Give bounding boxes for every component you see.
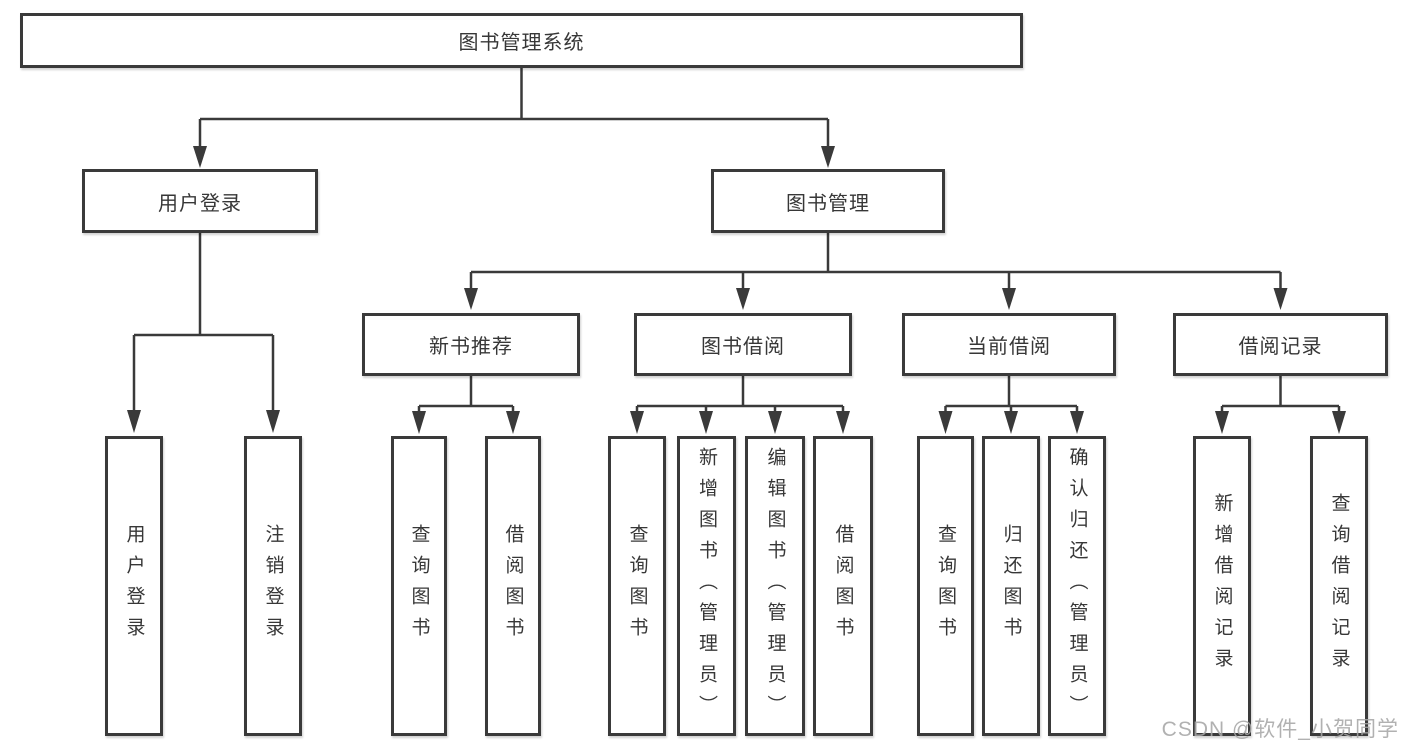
leaf-nb-query-books: 查询图书 (391, 436, 447, 736)
leaf-cb-query-books: 查询图书 (917, 436, 974, 736)
leaf-cb-confirm-return-admin: 确认归还（管理员） (1048, 436, 1106, 736)
node-label: 用户登录 (123, 524, 145, 648)
node-label: 新增借阅记录 (1211, 493, 1233, 679)
node-label: 归还图书 (1000, 524, 1022, 648)
connector-book-borrow (635, 376, 845, 414)
leaf-bb-edit-books-admin: 编辑图书（管理员） (745, 436, 805, 736)
arrowhead (1070, 411, 1084, 434)
node-label: 借阅图书 (502, 524, 524, 648)
arrowhead (412, 411, 426, 434)
arrowhead (768, 411, 782, 434)
node-label: 借阅图书 (832, 524, 854, 648)
node-label: 确认归还（管理员） (1066, 446, 1088, 726)
leaf-cb-return-books: 归还图书 (982, 436, 1040, 736)
node-new-book-recommend: 新书推荐 (362, 313, 580, 376)
leaf-bb-add-books-admin: 新增图书（管理员） (677, 436, 736, 736)
connector-current-borrow (944, 376, 1079, 414)
leaf-user-login: 用户登录 (105, 436, 163, 736)
node-book-borrowing: 图书借阅 (634, 313, 852, 376)
arrowhead (464, 288, 478, 310)
arrowhead (1215, 411, 1229, 434)
leaf-br-query-record: 查询借阅记录 (1310, 436, 1368, 736)
arrowhead (127, 410, 141, 433)
arrowhead (938, 411, 953, 434)
arrowhead (630, 411, 644, 434)
arrowhead (821, 146, 835, 168)
arrowhead (1002, 288, 1016, 310)
node-borrow-records: 借阅记录 (1173, 313, 1388, 376)
node-book-management: 图书管理 (711, 169, 945, 233)
connector-new-books (417, 376, 515, 414)
leaf-bb-borrow-books: 借阅图书 (813, 436, 873, 736)
node-label: 图书管理 (786, 192, 870, 215)
node-label: 查询借阅记录 (1328, 493, 1350, 679)
arrowhead (1332, 411, 1346, 434)
connector-user-login (132, 233, 275, 412)
arrowheads (127, 146, 1346, 434)
leaf-bb-query-books: 查询图书 (608, 436, 666, 736)
leaf-logout: 注销登录 (244, 436, 302, 736)
arrowhead (699, 411, 713, 434)
node-label: 用户登录 (158, 192, 242, 215)
arrowhead (836, 411, 850, 434)
arrowhead (1004, 411, 1018, 434)
node-label: 图书管理系统 (458, 32, 585, 54)
node-label: 当前借阅 (967, 336, 1051, 358)
node-label: 新增图书（管理员） (696, 446, 717, 726)
connector-root (198, 68, 830, 148)
node-label: 查询图书 (408, 524, 430, 648)
leaf-nb-borrow-books: 借阅图书 (485, 436, 541, 736)
connector-book-management (469, 233, 1282, 290)
node-label: 查询图书 (626, 524, 648, 648)
node-system-root: 图书管理系统 (20, 13, 1023, 68)
node-label: 图书借阅 (701, 336, 785, 358)
arrowhead (266, 410, 280, 433)
node-user-login: 用户登录 (82, 169, 318, 233)
arrowhead (506, 411, 520, 434)
node-label: 编辑图书（管理员） (764, 446, 786, 726)
arrowhead (736, 288, 750, 310)
node-label: 借阅记录 (1238, 336, 1323, 358)
node-label: 新书推荐 (429, 336, 513, 358)
arrowhead (193, 146, 207, 168)
connector-borrow-records (1220, 376, 1341, 414)
arrowhead (1273, 288, 1288, 310)
leaf-br-add-record: 新增借阅记录 (1193, 436, 1251, 736)
node-label: 注销登录 (262, 524, 284, 648)
node-current-borrowing: 当前借阅 (902, 313, 1116, 376)
node-label: 查询图书 (935, 524, 956, 648)
